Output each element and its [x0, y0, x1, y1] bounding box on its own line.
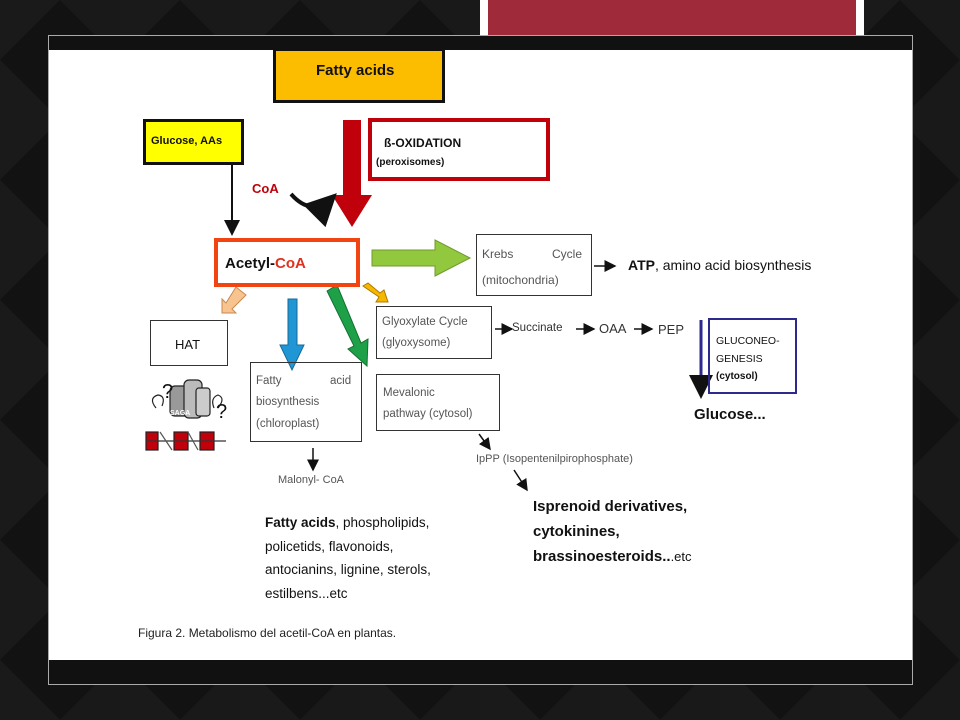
fab-label-2: biosynthesis — [256, 396, 320, 408]
fatty-acids-label: Fatty acids — [316, 62, 395, 79]
arrow-to-mevalonic — [326, 284, 369, 368]
atp-text: ATP — [628, 257, 655, 273]
gluconeogenesis-box — [708, 318, 797, 394]
coa-recycle-arrow — [289, 192, 337, 228]
svg-text:?: ? — [162, 381, 173, 403]
hat-box — [150, 320, 228, 366]
succinate-label: Succinate — [512, 322, 563, 334]
glucose-output: Glucose... — [694, 406, 766, 423]
glucose-aas-label: Glucose, AAs — [151, 135, 223, 147]
figure-caption: Figura 2. Metabolismo del acetil-CoA en … — [138, 626, 397, 640]
fa-products-line-4: estilbens...etc — [265, 585, 348, 601]
iso-line-3: brassinoesteroids...etc — [533, 544, 692, 569]
gluconeogenesis-location: (cytosol) — [716, 371, 758, 382]
beta-oxidation-label: ß-OXIDATION — [384, 136, 462, 150]
krebs-label-b: Cycle — [552, 247, 583, 261]
iso-bold: brassinoesteroids.. — [533, 548, 671, 565]
fab-label-b: acid — [330, 375, 352, 387]
mevalonic-location: pathway (cytosol) — [383, 408, 473, 420]
malonyl-coa-label: Malonyl- CoA — [278, 474, 345, 486]
atp-rest-text: , amino acid biosynthesis — [654, 257, 812, 273]
arrow-beta-oxidation — [332, 120, 372, 227]
krebs-label-a: Krebs — [482, 247, 514, 261]
acetyl-coa-label: Acetyl-CoA — [225, 255, 306, 272]
arrow-to-fatty-acid-biosynthesis — [279, 298, 305, 372]
glyoxylate-label: Glyoxylate Cycle — [382, 316, 468, 328]
arrow-to-glyoxylate — [362, 282, 389, 303]
arrow-to-krebs — [371, 239, 472, 277]
ipp-label: IpPP (Isopentenilpirophosphate) — [476, 453, 633, 465]
krebs-location: (mitochondria) — [482, 273, 559, 287]
glyoxylate-location: (glyoxysome) — [382, 337, 451, 349]
glucose-aas-box — [143, 119, 244, 165]
iso-line-1: Isprenoid derivatives, — [533, 498, 688, 515]
iso-rest: .etc — [670, 549, 692, 564]
glyoxylate-cycle-box — [376, 306, 492, 359]
arrow-ipp-to-isoprenoids — [513, 469, 528, 492]
pep-label: PEP — [658, 322, 685, 337]
acetyl-text: Acetyl- — [225, 255, 276, 272]
fab-location: (chloroplast) — [256, 418, 320, 430]
coa-text: CoA — [275, 255, 306, 272]
mevalonic-pathway-box — [376, 374, 500, 431]
beta-oxidation-location: (peroxisomes) — [376, 157, 445, 168]
fatty-acid-biosynthesis-box — [250, 362, 362, 442]
atp-output: ATP, amino acid biosynthesis — [628, 257, 811, 273]
gluconeogenesis-label-2: GENESIS — [716, 353, 763, 365]
acetyl-coa-box — [214, 238, 360, 287]
arrow-mevalonic-to-ipp — [478, 433, 491, 451]
mevalonic-label: Mevalonic — [383, 387, 435, 399]
fab-label-a: Fatty — [256, 375, 282, 387]
arrow-to-hat — [221, 286, 247, 314]
iso-line-2: cytokinines, — [533, 523, 620, 540]
fatty-acids-box — [273, 48, 445, 103]
isoprenoid-products: Isprenoid derivatives, cytokinines, bras… — [533, 494, 692, 569]
beta-oxidation-box — [368, 118, 550, 181]
coa-label: CoA — [252, 181, 279, 196]
fa-products-line-3: antocianins, lignine, sterols, — [265, 562, 431, 577]
hat-label: HAT — [175, 337, 201, 352]
svg-text:?: ? — [216, 401, 227, 423]
saga-label: SAGA — [170, 410, 191, 417]
fa-products-bold: Fatty acids — [265, 515, 336, 530]
fatty-acids-products: Fatty acids, phospholipids, policetids, … — [265, 511, 431, 605]
gluconeogenesis-label-1: GLUCONEO- — [716, 335, 780, 347]
fa-products-rest: , phospholipids, — [335, 515, 430, 530]
saga-complex-illustration: ? ? — [145, 379, 227, 451]
fa-products-line-1: Fatty acids, phospholipids, — [265, 511, 431, 535]
oaa-label: OAA — [599, 321, 627, 336]
krebs-cycle-box — [476, 234, 592, 296]
fa-products-line-2: policetids, flavonoids, — [265, 538, 394, 554]
